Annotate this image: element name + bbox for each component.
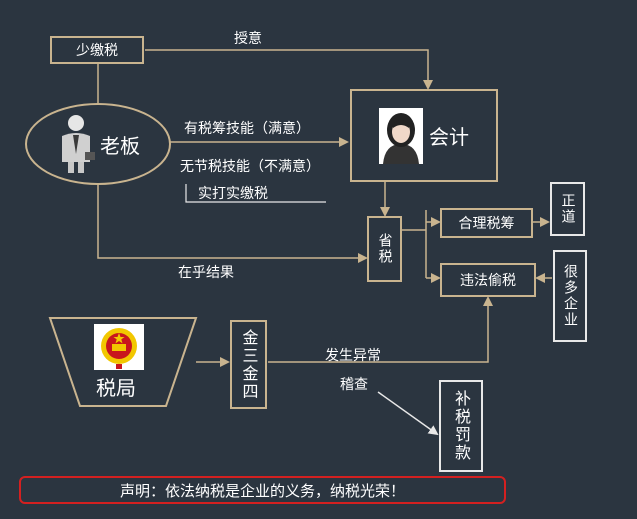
illegal-evasion-node: 违法偷税 xyxy=(440,263,536,297)
accountant-node: 会计 xyxy=(350,89,498,182)
has-skill-label: 有税筹技能（满意） xyxy=(184,121,310,137)
boss-label: 老板 xyxy=(100,133,140,158)
golden-tax-label: 金三金四 xyxy=(239,328,259,401)
statement-text: 声明：依法纳税是企业的义务，纳税光荣！ xyxy=(119,481,405,500)
save-tax-label: 省税 xyxy=(376,233,393,265)
woman-avatar-icon xyxy=(379,107,423,164)
reasonable-planning-label: 合理税筹 xyxy=(458,216,515,232)
no-skill-label: 无节税技能（不满意） xyxy=(180,159,320,175)
reasonable-planning-node: 合理税筹 xyxy=(440,208,533,238)
accountant-label: 会计 xyxy=(429,125,469,149)
underpay-label: 少缴税 xyxy=(76,43,118,59)
anomaly-label: 发生异常 xyxy=(325,348,381,364)
arrow-care-result xyxy=(97,184,368,263)
authorize-label: 授意 xyxy=(234,31,262,47)
arrow-authorize xyxy=(145,49,433,90)
back-tax-penalty-label: 补税罚款 xyxy=(452,390,471,462)
boss-node: 老板 xyxy=(25,103,171,185)
legit-label: 正道 xyxy=(559,193,576,225)
businessman-icon xyxy=(62,115,95,173)
arrow-audit xyxy=(377,391,439,436)
arrow-anomaly xyxy=(268,296,493,363)
back-tax-penalty-node: 补税罚款 xyxy=(439,380,483,472)
many-companies-label: 很多企业 xyxy=(562,264,578,328)
pay-actual-label: 实打实缴税 xyxy=(198,186,268,202)
illegal-evasion-label: 违法偷税 xyxy=(460,273,516,289)
tax-bureau-label: 税局 xyxy=(96,376,136,400)
underpay-node: 少缴税 xyxy=(50,36,144,64)
legit-node: 正道 xyxy=(550,182,585,236)
audit-label: 稽查 xyxy=(340,377,368,393)
pay-actual-bracket xyxy=(185,184,326,203)
national-emblem-icon xyxy=(94,324,144,370)
save-tax-node: 省税 xyxy=(367,216,402,282)
many-companies-node: 很多企业 xyxy=(553,250,587,342)
golden-tax-node: 金三金四 xyxy=(230,320,267,409)
tax-bureau-shape xyxy=(48,317,198,407)
statement-banner: 声明：依法纳税是企业的义务，纳税光荣！ xyxy=(19,476,506,504)
care-result-label: 在乎结果 xyxy=(178,265,234,281)
